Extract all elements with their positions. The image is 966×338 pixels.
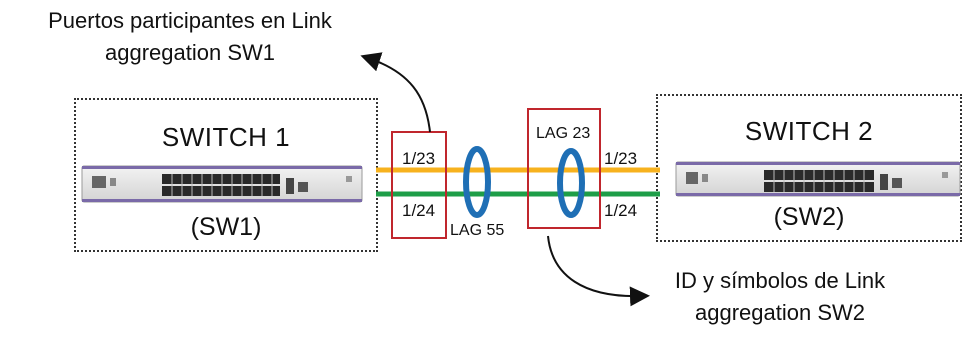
annotation-sw2-line2: aggregation SW2 <box>695 300 865 325</box>
sw2-lag-highlight-box <box>527 108 601 229</box>
sw1-ports-highlight-box <box>391 131 447 239</box>
arrow-to-annotation-sw1 <box>360 52 431 133</box>
switch2-title: SWITCH 2 <box>744 116 874 146</box>
sw2-port-bottom-label: 1/24 <box>604 201 638 220</box>
annotation-sw2-line1: ID y símbolos de Link <box>674 268 886 293</box>
lag23-label: LAG 23 <box>536 125 591 142</box>
switch1-frame <box>74 98 378 252</box>
lag55-label: LAG 55 <box>450 222 505 239</box>
annotation-sw1-line1: Puertos participantes en Link <box>48 8 332 33</box>
annotation-sw1-ports: Puertos participantes en Link aggregatio… <box>0 8 380 66</box>
lag23-ring-icon <box>557 148 585 218</box>
switch2-device-icon <box>675 161 961 197</box>
annotation-sw2-lag: ID y símbolos de Link aggregation SW2 <box>630 268 930 326</box>
sw1-port-bottom-label: 1/24 <box>402 201 436 220</box>
switch1-title: SWITCH 1 <box>161 122 291 152</box>
switch1-device-icon <box>81 165 363 203</box>
switch2-subtitle: (SW2) <box>773 203 845 231</box>
arrow-to-annotation-sw2 <box>547 235 650 307</box>
annotation-sw1-line2: aggregation SW1 <box>105 40 275 65</box>
sw2-port-top-label: 1/23 <box>604 149 638 168</box>
sw1-port-top-label: 1/23 <box>402 149 436 168</box>
lag55-ring-icon <box>463 146 491 218</box>
switch1-subtitle: (SW1) <box>190 213 262 241</box>
